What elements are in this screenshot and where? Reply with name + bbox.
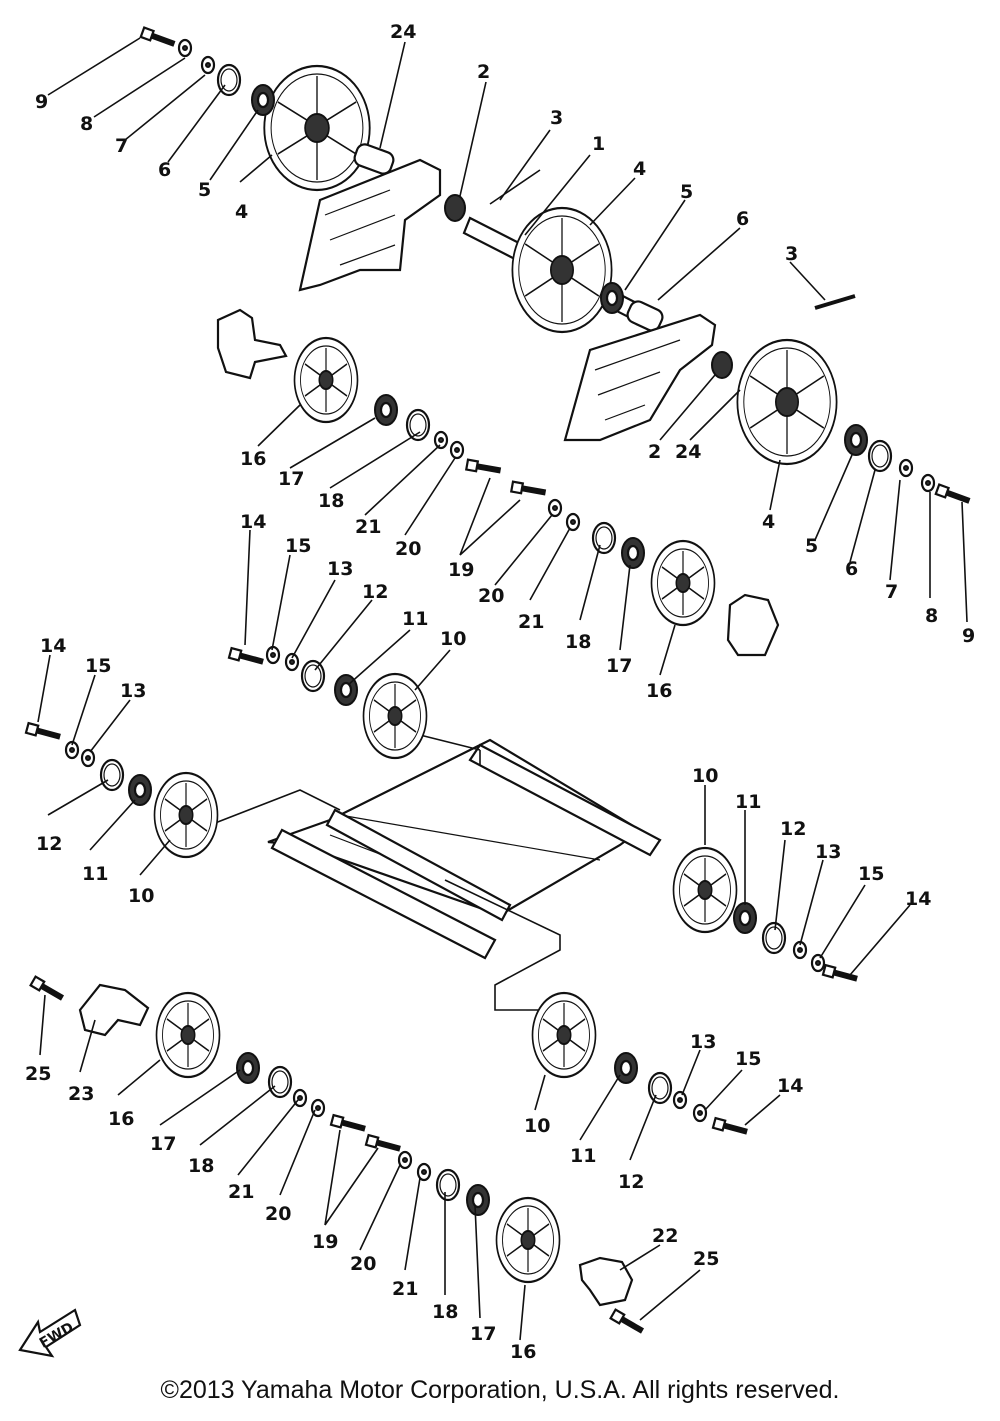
upper-idler-assembly <box>216 308 780 657</box>
callout: 21 <box>518 611 544 633</box>
copyright-notice: ©2013 Yamaha Motor Corporation, U.S.A. A… <box>160 1376 840 1404</box>
callout: 9 <box>35 91 48 113</box>
callout: 12 <box>618 1171 644 1193</box>
callout: 19 <box>448 559 474 581</box>
callout: 14 <box>777 1075 803 1097</box>
callout: 6 <box>845 558 858 580</box>
callout: 4 <box>235 201 248 223</box>
sprocket-wheel-right <box>736 338 838 466</box>
callout: 4 <box>633 158 646 180</box>
callout: 11 <box>570 1145 596 1167</box>
callout: 17 <box>278 468 304 490</box>
callout: 6 <box>158 159 171 181</box>
callout: 13 <box>815 841 841 863</box>
callout: 13 <box>327 558 353 580</box>
callout: 16 <box>240 448 266 470</box>
slide-rail-frame <box>209 734 662 1011</box>
sprocket-wheel-left <box>263 64 371 192</box>
callout: 14 <box>40 635 66 657</box>
callout: 25 <box>25 1063 51 1085</box>
callout: 21 <box>228 1181 254 1203</box>
callout: 12 <box>36 833 62 855</box>
callout: 21 <box>355 516 381 538</box>
callout-labels: 9 8 7 6 5 4 24 2 3 1 4 5 6 3 2 24 4 5 6 … <box>25 21 975 1363</box>
callout: 17 <box>470 1323 496 1345</box>
callout: 13 <box>120 680 146 702</box>
callout: 11 <box>735 791 761 813</box>
callout: 22 <box>652 1225 678 1247</box>
callout: 19 <box>312 1231 338 1253</box>
callout: 8 <box>80 113 93 135</box>
callout: 13 <box>690 1031 716 1053</box>
callout: 12 <box>780 818 806 840</box>
callout: 5 <box>805 535 818 557</box>
sprocket-wheel-center <box>511 206 613 334</box>
callout: 2 <box>648 441 661 463</box>
callout: 11 <box>402 608 428 630</box>
callout: 14 <box>240 511 266 533</box>
callout: 1 <box>592 133 605 155</box>
callout: 14 <box>905 888 931 910</box>
callout: 20 <box>350 1253 376 1275</box>
forward-arrow-icon: FWD <box>18 1308 82 1358</box>
callout: 9 <box>962 625 975 647</box>
callout: 5 <box>680 181 693 203</box>
callout: 6 <box>736 208 749 230</box>
callout: 15 <box>858 863 884 885</box>
callout: 20 <box>265 1203 291 1225</box>
callout: 10 <box>524 1115 550 1137</box>
callout: 24 <box>675 441 701 463</box>
callout: 4 <box>762 511 775 533</box>
drive-shaft-assembly <box>141 28 971 506</box>
callout: 11 <box>82 863 108 885</box>
callout: 21 <box>392 1278 418 1300</box>
callout: 15 <box>285 535 311 557</box>
callout: 18 <box>432 1301 458 1323</box>
callout: 10 <box>128 885 154 907</box>
lower-idler-assembly <box>31 977 749 1336</box>
callout: 18 <box>188 1155 214 1177</box>
callout: 25 <box>693 1248 719 1270</box>
callout: 10 <box>440 628 466 650</box>
callout: 18 <box>565 631 591 653</box>
callout: 15 <box>85 655 111 677</box>
callout: 10 <box>692 765 718 787</box>
callout: 8 <box>925 605 938 627</box>
callout: 2 <box>477 61 490 83</box>
callout: 17 <box>606 655 632 677</box>
callout: 20 <box>395 538 421 560</box>
callout: 12 <box>362 581 388 603</box>
leader-lines <box>37 37 968 1341</box>
callout: 20 <box>478 585 504 607</box>
callout: 7 <box>115 135 128 157</box>
callout: 17 <box>150 1133 176 1155</box>
callout: 7 <box>885 581 898 603</box>
callout: 18 <box>318 490 344 512</box>
callout: 24 <box>390 21 416 43</box>
callout: 23 <box>68 1083 94 1105</box>
right-housing <box>563 313 717 442</box>
callout: 5 <box>198 179 211 201</box>
callout: 16 <box>108 1108 134 1130</box>
callout: 16 <box>510 1341 536 1363</box>
callout: 3 <box>550 107 563 129</box>
callout: 3 <box>785 243 798 265</box>
callout: 15 <box>735 1048 761 1070</box>
callout: 16 <box>646 680 672 702</box>
